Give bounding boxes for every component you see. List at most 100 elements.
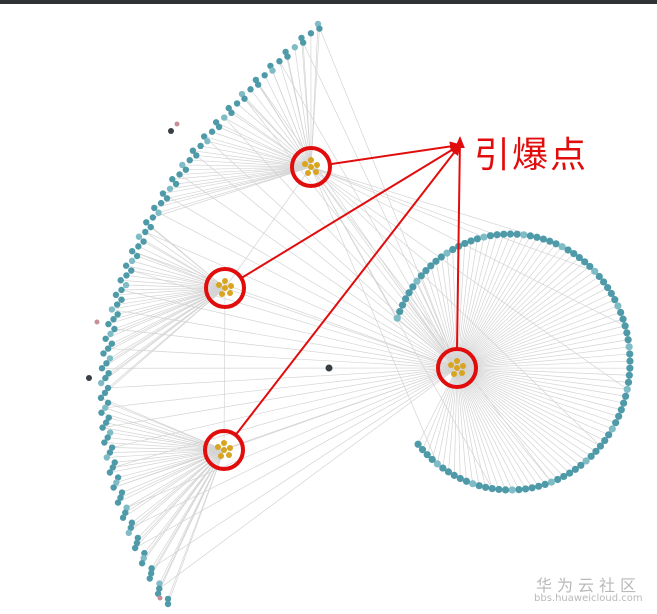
graph-node: [166, 185, 174, 192]
graph-node: [228, 109, 235, 117]
graph-edge: [408, 292, 458, 369]
graph-node: [623, 385, 631, 393]
graph-node: [215, 123, 223, 131]
graph-edge: [151, 367, 458, 569]
graph-edge: [456, 234, 525, 369]
graph-node: [110, 484, 117, 491]
graph-node: [513, 230, 521, 238]
hub-node: [454, 358, 460, 364]
graph-edge: [228, 107, 312, 168]
graph-edge: [456, 367, 539, 487]
graph-node: [620, 399, 628, 407]
hub-node: [313, 169, 319, 175]
graph-edge: [456, 235, 531, 369]
graph-node: [106, 469, 114, 476]
graph-node: [122, 509, 129, 516]
graph-node: [113, 479, 120, 486]
graph-node: [118, 296, 125, 303]
graph-node: [140, 238, 147, 245]
graph-edge: [154, 166, 312, 209]
graph-edge: [257, 84, 312, 168]
graph-edge: [442, 367, 458, 469]
graph-edge: [310, 166, 493, 489]
graph-node: [449, 245, 457, 254]
graph-node: [475, 482, 483, 490]
graph-edge: [456, 367, 526, 490]
graph-edge: [111, 287, 226, 344]
graph-node: [164, 595, 172, 603]
graph-node: [405, 289, 413, 297]
graph-node: [269, 67, 276, 74]
graph-edge: [456, 235, 491, 369]
graph-edge: [310, 166, 552, 483]
graph-node: [622, 392, 630, 400]
graph-edge: [456, 367, 592, 457]
graph-edge: [103, 287, 226, 354]
graph-node: [462, 477, 471, 485]
graph-node: [398, 301, 407, 309]
graph-edge: [162, 166, 312, 194]
graph-edge: [456, 367, 626, 397]
graph-node: [601, 436, 609, 445]
graph-edge: [456, 367, 506, 491]
graph-nodes: [86, 20, 634, 608]
graph-edge: [456, 367, 619, 417]
graph-edge: [456, 281, 604, 369]
graph-node: [486, 232, 495, 240]
graph-edge: [158, 212, 458, 369]
graph-node: [102, 404, 109, 411]
graph-node: [106, 449, 114, 456]
graph-edge: [456, 276, 600, 369]
graph-node: [554, 475, 562, 484]
graph-node: [127, 524, 134, 532]
graph-edge: [310, 166, 458, 369]
hub-node: [448, 362, 454, 368]
graph-node: [614, 302, 622, 310]
graph-node: [189, 147, 197, 154]
graph-node: [587, 452, 595, 460]
graph-edge: [437, 367, 458, 464]
graph-node: [106, 355, 114, 362]
graph-node: [212, 119, 220, 126]
graph-node: [605, 431, 613, 439]
graph-edge: [456, 240, 472, 369]
callout-label: 引爆点: [474, 135, 589, 176]
graph-edge: [224, 166, 312, 289]
graph-edge: [107, 287, 226, 349]
graph-edge: [456, 271, 595, 369]
graph-node: [114, 499, 122, 506]
graph-edge: [130, 367, 458, 529]
graph-edge: [112, 367, 458, 468]
graph-node: [111, 459, 118, 466]
graph-edge: [456, 238, 544, 369]
graph-edge: [456, 367, 582, 466]
graph-node: [197, 142, 204, 150]
graph-edge: [134, 449, 225, 549]
hub-node: [227, 445, 233, 451]
graph-node: [204, 138, 211, 145]
graph-node: [515, 486, 523, 494]
graph-node: [135, 243, 142, 250]
graph-node: [546, 237, 554, 245]
graph-node: [105, 369, 112, 377]
callout-arrow: [240, 143, 462, 279]
graph-node: [427, 262, 435, 270]
graph-edge: [244, 98, 458, 369]
graph-node: [117, 277, 124, 284]
graph-node: [128, 519, 136, 526]
graph-edge: [134, 367, 458, 549]
graph-node: [109, 464, 116, 471]
graph-edge: [149, 449, 225, 579]
graph-edge: [250, 89, 312, 168]
graph-node: [133, 539, 141, 547]
graph-node: [233, 100, 241, 107]
graph-edge: [126, 284, 226, 289]
graph-edge: [138, 246, 226, 289]
graph-edge: [126, 275, 226, 289]
graph-edge: [456, 237, 538, 369]
graph-node: [156, 580, 163, 587]
graph-node: [396, 307, 404, 316]
graph-node: [307, 30, 315, 37]
graph-node: [101, 439, 108, 446]
graph-node: [619, 315, 627, 323]
